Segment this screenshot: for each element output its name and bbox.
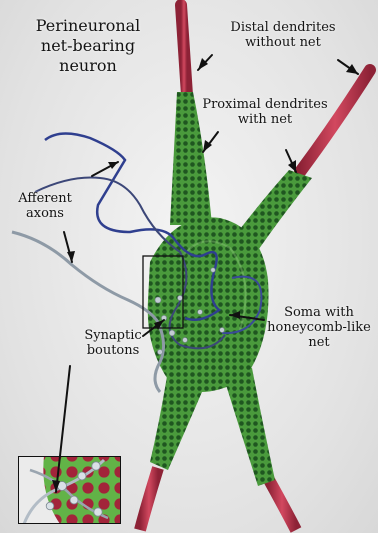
label-synaptic-boutons: Synaptic boutons xyxy=(72,328,154,358)
label-distal-dendrites: Distal dendrites without net xyxy=(224,20,342,50)
proximal-dendrite-bottom-right xyxy=(222,368,275,486)
distal-dendrite-bottom-left xyxy=(140,468,158,530)
proximal-dendrite-bottom-left xyxy=(150,370,208,470)
distal-dendrite-bottom-right xyxy=(268,478,296,530)
label-afferent-axons: Afferent axons xyxy=(12,191,78,221)
distal-dendrite-top xyxy=(181,5,187,95)
label-title: Perineuronal net-bearing neuron xyxy=(28,16,148,76)
afferent-axon-gray xyxy=(12,232,164,392)
label-proximal-dendrites: Proximal dendrites with net xyxy=(200,97,330,127)
soma xyxy=(148,217,269,392)
label-soma: Soma with honeycomb-like net xyxy=(265,305,373,350)
inset-frame xyxy=(18,456,121,524)
